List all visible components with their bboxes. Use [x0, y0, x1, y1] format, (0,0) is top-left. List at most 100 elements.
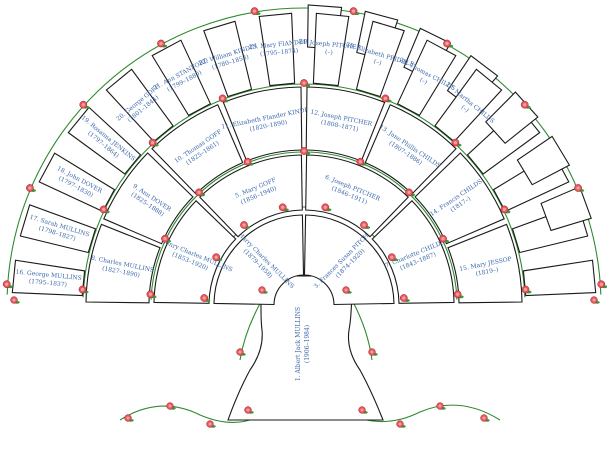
rose-icon	[368, 348, 378, 356]
rose-icon	[300, 79, 311, 87]
ancestor-group: 1. Albert Jack MULLINS (1906–1984) 2. Ha…	[11, 12, 523, 421]
person-1-trunk[interactable]: 1. Albert Jack MULLINS (1906–1984)	[227, 275, 384, 421]
empty-ancestor-slot	[516, 135, 571, 186]
person-1-years: (1906–1984)	[304, 325, 311, 363]
person-2[interactable]: 2. Harry Charles MULLINS(1879–1958)	[213, 214, 305, 306]
rose-icon	[396, 420, 406, 428]
person-11-box	[222, 86, 303, 162]
rose-icon	[358, 406, 368, 414]
person-4[interactable]: 4. Henry Charles MULLINS(1853–1920)	[149, 200, 237, 304]
rose-icon	[451, 138, 462, 147]
person-23-years: (1795–1874)	[260, 47, 299, 58]
rose-icon	[574, 184, 585, 192]
person-10[interactable]: 10. Thomas GOFF(1825–1861)	[151, 104, 244, 195]
rose-icon	[381, 94, 392, 103]
rose-icon	[342, 286, 352, 294]
rose-flower-group	[2, 7, 607, 428]
person-14-box	[414, 152, 505, 245]
rose-icon	[148, 138, 159, 147]
rose-icon	[278, 203, 289, 212]
person-12[interactable]: 12. Joseph PITCHER(1808–1871)	[305, 86, 386, 162]
rose-icon	[161, 234, 172, 243]
person-5-box	[199, 154, 303, 238]
rose-icon	[99, 205, 110, 214]
rose-icon	[356, 157, 367, 166]
rose-icon	[300, 147, 311, 155]
person-8-box	[85, 223, 161, 304]
rose-icon	[590, 296, 600, 304]
rose-icon	[2, 280, 13, 289]
person-16-years: (1795–1837)	[28, 278, 67, 289]
person-23[interactable]: 23. Mary FIANDER(1795–1874)	[249, 12, 310, 87]
person-17-box	[19, 204, 97, 254]
rose-icon	[439, 234, 450, 243]
person-22-box	[203, 20, 253, 98]
rose-icon	[206, 420, 216, 428]
empty-ancestor-slot	[540, 186, 592, 232]
rose-icon	[78, 285, 89, 294]
rose-icon	[399, 294, 410, 302]
rose-icon	[360, 221, 371, 229]
rose-icon	[124, 414, 134, 422]
rose-icon	[436, 402, 446, 410]
rose-icon	[244, 406, 254, 414]
rose-icon	[243, 157, 254, 166]
person-21[interactable]: 21. Ann STANFORD(1799–1880)	[151, 39, 213, 117]
person-27-years: (–)	[460, 104, 470, 114]
rose-icon	[321, 203, 332, 212]
rose-icon	[236, 348, 246, 356]
person-11[interactable]: 11. Elizabeth Flander KINDIN(1820–1890)	[221, 86, 314, 162]
rose-icon	[405, 188, 416, 197]
rose-icon	[79, 100, 90, 109]
person-16[interactable]: 16. George MULLINS(1795–1837)	[11, 259, 86, 297]
person-13[interactable]: 13. Jane Phillis CHILDS(1807–1886)	[364, 104, 457, 195]
rose-icon	[157, 39, 168, 48]
person-5[interactable]: 5. Mary GOFF(1856–1940)	[199, 154, 303, 238]
person-25-box	[355, 20, 405, 98]
person-18[interactable]: 18. John DOVER(1797–1830)	[38, 152, 116, 213]
rose-icon	[195, 188, 206, 197]
person-19-box	[67, 106, 142, 175]
person-22[interactable]: 22. William KINDIN(1780–1853)	[198, 20, 261, 98]
trunk-shape	[227, 275, 384, 421]
person-6-box	[305, 154, 409, 238]
rose-icon	[480, 414, 490, 422]
rose-icon	[387, 253, 398, 262]
person-2-box	[213, 214, 305, 306]
person-17[interactable]: 17. Sarah MULLINS(1798–1827)	[19, 204, 97, 254]
person-6[interactable]: 6. Joseph PITCHER(1846–1911)	[305, 154, 409, 238]
person-9[interactable]: 9. Ann DOVER(1825–1888)	[103, 152, 194, 245]
person-13-box	[364, 104, 457, 195]
person-20[interactable]: 20. George GOFF(1801–1844)	[105, 68, 174, 143]
rose-icon	[212, 253, 223, 262]
person-23-box	[258, 12, 296, 87]
person-3[interactable]: 3. Frances Susan PITCHER(1874–1920)	[303, 214, 395, 306]
person-8[interactable]: 8. Charles MULLINS(1827–1890)	[85, 223, 161, 304]
rose-icon	[250, 7, 261, 16]
person-24-box	[312, 12, 350, 87]
person-9-box	[103, 152, 194, 245]
rose-icon	[240, 221, 251, 229]
rose-icon	[520, 100, 531, 109]
person-26[interactable]: 26. Thomas CHILDS(–)	[394, 39, 457, 117]
rose-icon	[218, 94, 229, 103]
rose-icon	[349, 7, 360, 16]
person-7-box	[371, 200, 455, 304]
rose-icon	[500, 205, 511, 214]
person-7[interactable]: 7. Charlotte CHILDS(1843–1887)	[371, 200, 455, 304]
person-27[interactable]: 27. Martha CHILDS(–)	[434, 68, 503, 143]
rose-icon	[10, 296, 20, 304]
rose-icon	[453, 290, 464, 299]
rose-icon	[597, 280, 607, 289]
rose-icon	[146, 290, 157, 299]
rose-icon	[166, 402, 176, 410]
person-27-box	[434, 68, 503, 143]
rose-icon	[258, 286, 268, 294]
person-15-years: (1819–)	[475, 266, 499, 277]
person-15[interactable]: 15. Mary JESSOP(1819–)	[447, 223, 523, 304]
person-26-years: (–)	[418, 76, 428, 86]
rose-icon	[521, 285, 532, 294]
person-14[interactable]: 14. Francis CHILDS(1817–)	[414, 152, 505, 245]
person-10-box	[151, 104, 244, 195]
